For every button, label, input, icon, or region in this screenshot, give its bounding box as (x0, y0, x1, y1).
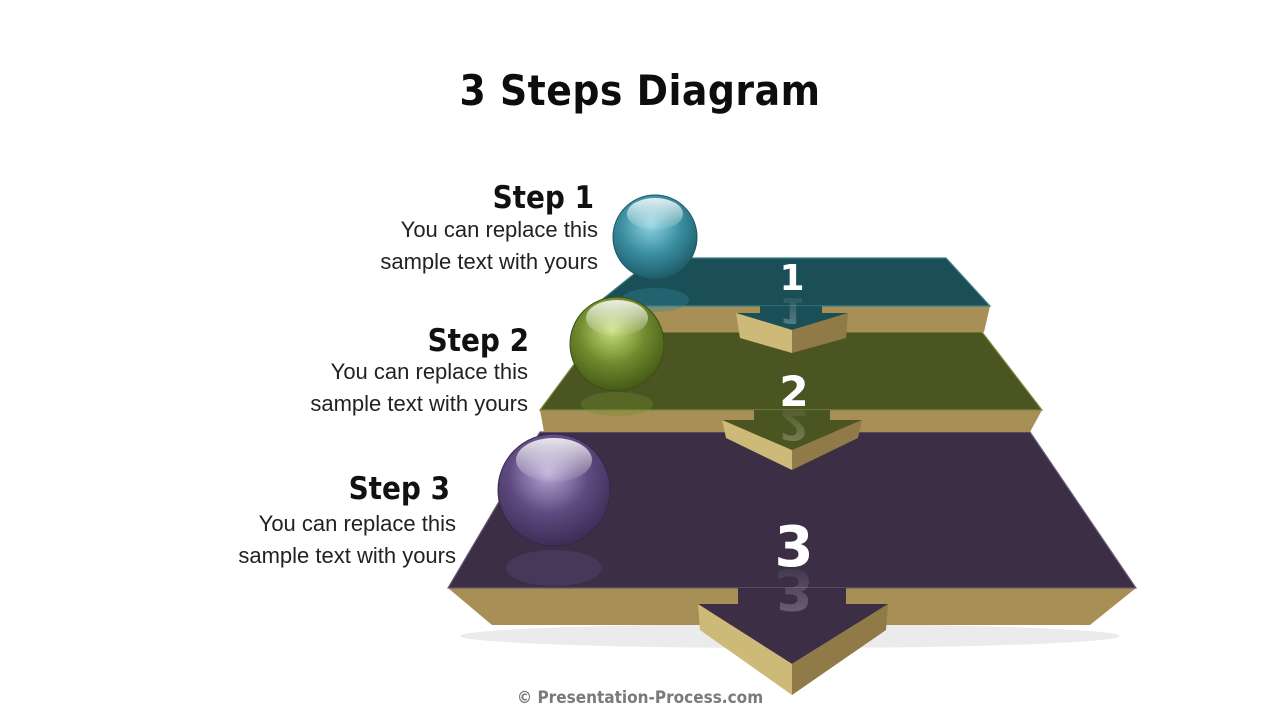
step-number-3-reflection: 3 (775, 556, 814, 621)
step-1-heading: Step 1 (492, 180, 594, 216)
step-number-1: 1 (779, 258, 804, 299)
step-3-line-2: sample text with yours (238, 543, 456, 568)
ball-1 (612, 194, 698, 312)
step-3-line-1: You can replace this (258, 511, 456, 536)
step-number-3: 3 (775, 515, 814, 580)
step-number-1-reflection: 1 (779, 289, 804, 330)
step-2-line-2: sample text with yours (310, 391, 528, 416)
tier-3 (446, 431, 1138, 695)
step-number-2-reflection: 2 (779, 400, 808, 449)
step-1-description: You can replace this sample text with yo… (380, 214, 598, 278)
tier-1-top (592, 257, 992, 307)
tier-1 (592, 257, 992, 353)
step-number-2: 2 (779, 367, 808, 416)
page-title: 3 Steps Diagram (459, 66, 821, 115)
step-3-heading: Step 3 (348, 471, 450, 507)
step-3-description: You can replace this sample text with yo… (238, 508, 456, 572)
step-2-line-1: You can replace this (330, 359, 528, 384)
tier-2 (538, 331, 1044, 470)
step-1-line-2: sample text with yours (380, 249, 598, 274)
ball-3 (497, 433, 611, 586)
copyright: © Presentation-Process.com (516, 688, 764, 708)
step-2-description: You can replace this sample text with yo… (310, 356, 528, 420)
step-2-heading: Step 2 (427, 323, 529, 359)
ball-2 (569, 296, 665, 416)
step-1-line-1: You can replace this (400, 217, 598, 242)
